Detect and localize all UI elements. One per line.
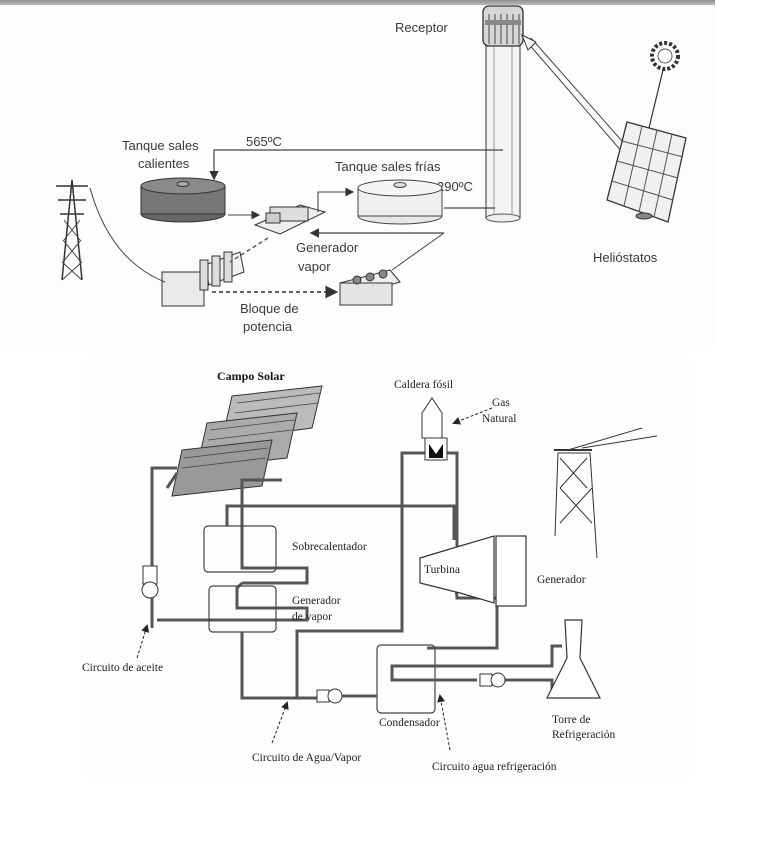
cold-temp-label: 290ºC xyxy=(437,179,473,194)
parabolic-trough-svg: Campo Solar xyxy=(82,369,658,773)
cooling-water-arrow xyxy=(437,694,451,751)
hot-temp-label: 565ºC xyxy=(246,134,282,149)
receptor-icon xyxy=(482,5,524,47)
steam-generator-label-2: vapor xyxy=(298,259,331,274)
transmission-tower-icon xyxy=(554,427,658,559)
oil-pump-icon xyxy=(141,565,159,599)
return-pipe-diag xyxy=(391,232,445,271)
feedwater-pump-icon xyxy=(316,688,377,704)
cooling-water-pipes xyxy=(390,644,562,698)
cold-tank-label: Tanque sales frías xyxy=(335,159,441,174)
receptor-label: Receptor xyxy=(395,20,448,35)
steam-generator-label-2: de vapor xyxy=(292,611,332,623)
heliostats-label: Helióstatos xyxy=(593,250,658,265)
condenser-block-icon xyxy=(339,269,401,306)
turbine-block-icon xyxy=(161,251,245,307)
power-block-label-2: potencia xyxy=(243,319,293,334)
condenser-label: Condensador xyxy=(379,717,440,729)
steam-dashed-line xyxy=(229,237,269,263)
generator-label: Generador xyxy=(537,574,586,586)
solar-tower-diagram: Receptor Helióstatos 565ºC Tanque xyxy=(0,0,715,345)
cooling-water-circuit-label: Circuito agua refrigeración xyxy=(432,761,557,773)
water-steam-arrow xyxy=(271,701,289,744)
hot-salt-pipe xyxy=(209,149,503,181)
hot-tank-label-1: Tanque sales xyxy=(122,138,199,153)
natural-gas-label-1: Gas xyxy=(492,397,510,409)
top-border xyxy=(0,0,715,5)
superheater-icon xyxy=(203,525,277,573)
tower xyxy=(485,39,521,223)
sun-icon xyxy=(650,41,680,71)
generator-to-cold-pipe xyxy=(317,187,355,212)
turbine-label: Turbina xyxy=(424,564,460,576)
oil-circuit-label: Circuito de aceite xyxy=(82,662,163,674)
superheater-label: Sobrecalentador xyxy=(292,541,367,553)
natural-gas-label-2: Natural xyxy=(482,413,516,425)
generator-icon xyxy=(495,535,527,607)
power-line xyxy=(89,187,166,283)
turbine-icon xyxy=(419,535,495,604)
cold-salt-tank-icon xyxy=(357,179,443,225)
power-block-label-1: Bloque de xyxy=(240,301,299,316)
cooling-tower-label-1: Torre de xyxy=(552,714,590,726)
oil-circuit-arrow xyxy=(136,624,150,659)
heliostat-icon xyxy=(606,121,687,223)
transmission-tower-icon xyxy=(56,179,88,281)
steam-generator-label-1: Generador xyxy=(292,595,341,607)
fossil-boiler-icon xyxy=(421,397,448,461)
parabolic-trough-diagram: Campo Solar xyxy=(82,358,692,778)
solar-field-icon xyxy=(171,385,323,497)
cooling-tower-label-2: Refrigeración xyxy=(552,729,615,741)
hot-tank-label-2: calientes xyxy=(138,156,190,171)
cooling-tower-icon xyxy=(546,619,601,699)
steam-generator-icon xyxy=(253,204,327,235)
hot-salt-tank-icon xyxy=(140,177,226,223)
cooling-pump-icon xyxy=(479,672,506,688)
fossil-boiler-label: Caldera fósil xyxy=(394,379,453,391)
solar-tower-svg: Receptor Helióstatos 565ºC Tanque xyxy=(56,5,687,334)
steam-generator-label-1: Generador xyxy=(296,240,359,255)
natural-gas-arrow xyxy=(452,407,493,425)
solar-field-label: Campo Solar xyxy=(217,369,285,383)
water-steam-circuit-label: Circuito de Agua/Vapor xyxy=(252,752,361,764)
